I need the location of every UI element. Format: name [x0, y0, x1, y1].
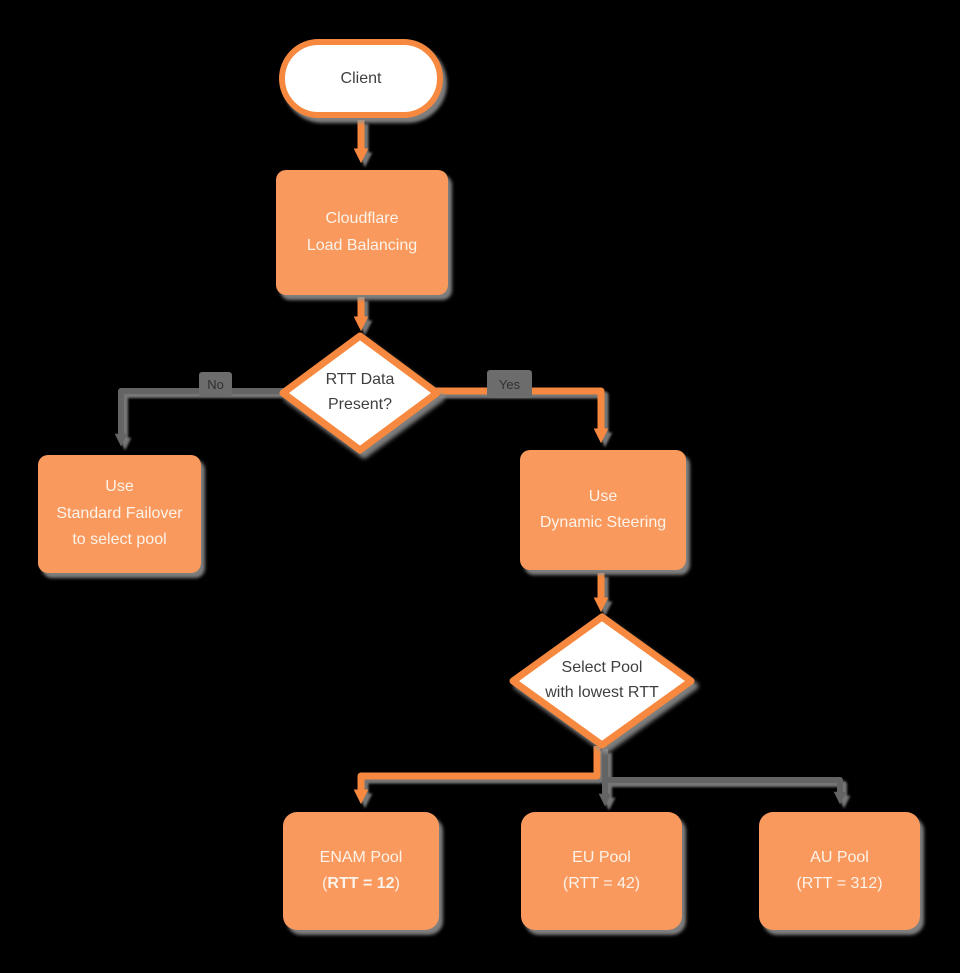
load-balancing-node: Cloudflare Load Balancing — [276, 170, 448, 295]
eu-pool-rtt: (RTT = 42) — [562, 875, 641, 892]
enam-pool-rtt: (RTT = 12) — [322, 871, 400, 897]
eu-pool-node: EU Pool (RTT = 42) — [521, 812, 682, 930]
client-node: Client — [279, 39, 443, 118]
edge-no-to-standard-failover — [114, 388, 285, 447]
dynamic-steering-line2: Dynamic Steering — [539, 514, 667, 531]
dynamic-steering-node: Use Dynamic Steering — [520, 450, 686, 570]
edge-label-no-text: No — [207, 377, 224, 392]
edge-select-pool-to-au — [605, 777, 847, 805]
rtt-decision-text: RTT Data Present? — [278, 331, 442, 455]
standard-failover-line3: to select pool — [72, 531, 167, 549]
rtt-decision-diamond: RTT Data Present? — [278, 331, 442, 455]
select-pool-diamond: Select Pool with lowest RTT — [508, 612, 696, 750]
enam-pool-rtt-open: ( — [322, 875, 328, 892]
select-pool-line1: Select Pool — [561, 659, 643, 677]
select-pool-shape — [509, 613, 695, 749]
rtt-decision-shape — [279, 332, 441, 454]
eu-pool-name: EU Pool — [572, 848, 631, 866]
enam-pool-rtt-value: RTT = 12 — [327, 875, 395, 892]
select-pool-line2: with lowest RTT — [545, 684, 659, 701]
enam-pool-rtt-close: ) — [394, 875, 400, 892]
edge-label-yes-text: Yes — [498, 376, 521, 392]
load-balancing-line2: Load Balancing — [306, 236, 418, 254]
client-label: Client — [340, 69, 382, 87]
standard-failover-node: Use Standard Failover to select pool — [38, 455, 201, 573]
au-pool-rtt: (RTT = 312) — [796, 875, 883, 892]
rtt-decision-line1: RTT Data — [325, 371, 395, 389]
select-pool-text: Select Pool with lowest RTT — [508, 612, 696, 750]
rtt-decision-line2: Present? — [327, 396, 393, 413]
enam-pool-node: ENAM Pool (RTT = 12) — [283, 812, 439, 930]
edge-select-pool-to-enam — [353, 746, 601, 805]
standard-failover-line2: Standard Failover — [56, 504, 183, 522]
edge-label-yes: Yes — [487, 370, 532, 398]
load-balancing-line1: Cloudflare — [325, 210, 399, 228]
enam-pool-name: ENAM Pool — [319, 848, 403, 866]
edge-label-no: No — [199, 372, 232, 397]
standard-failover-line1: Use — [105, 478, 134, 496]
dynamic-steering-line1: Use — [588, 487, 618, 505]
au-pool-node: AU Pool (RTT = 312) — [759, 812, 920, 930]
au-pool-name: AU Pool — [810, 848, 869, 866]
